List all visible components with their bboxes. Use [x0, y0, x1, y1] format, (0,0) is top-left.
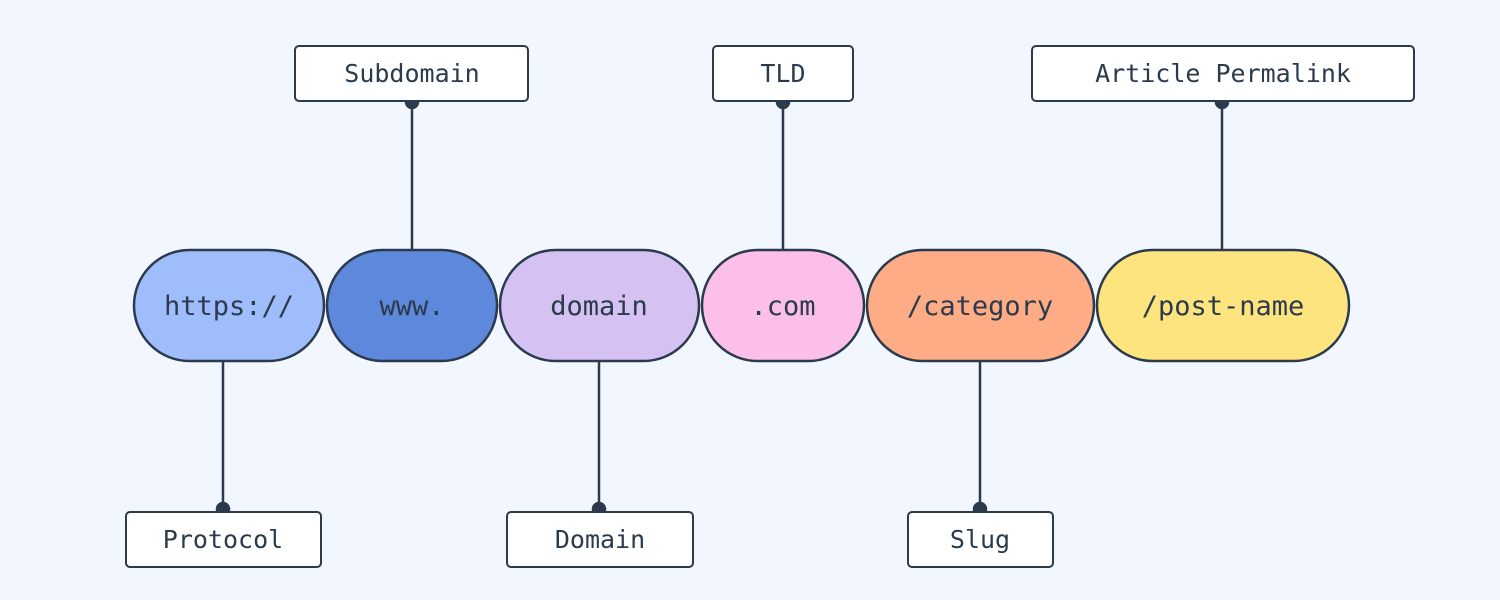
segment-protocol-pill [132, 248, 326, 363]
segment-category-text: /category [907, 291, 1053, 322]
label-domain: Domain [555, 525, 645, 554]
label-protocol: Protocol [163, 525, 283, 554]
url-segments [132, 248, 1351, 363]
label-tld: TLD [760, 59, 805, 88]
label-box-subdomain [294, 45, 529, 102]
segment-tld-text: .com [750, 291, 815, 322]
segment-domain-text: domain [550, 291, 648, 322]
segment-post-name-pill [1095, 248, 1351, 363]
label-boxes [125, 45, 1415, 568]
label-slug: Slug [950, 525, 1010, 554]
segment-category-pill [865, 248, 1096, 363]
segment-protocol-text: https:// [164, 291, 294, 322]
label-subdomain: Subdomain [344, 59, 479, 88]
label-texts: Subdomain TLD Article Permalink Protocol… [163, 59, 1351, 554]
label-box-slug [907, 511, 1054, 568]
label-article-permalink: Article Permalink [1095, 59, 1351, 88]
segment-post-name-text: /post-name [1142, 291, 1305, 322]
segment-domain-pill [498, 248, 701, 363]
segment-subdomain-text: www. [379, 291, 444, 322]
segment-subdomain-pill [325, 248, 499, 363]
url-segment-texts: https:// www. domain .com /category /pos… [164, 291, 1304, 322]
label-box-tld [712, 45, 854, 102]
label-box-article-permalink [1031, 45, 1415, 102]
label-box-protocol [125, 511, 322, 568]
label-box-domain [506, 511, 694, 568]
segment-tld-pill [700, 248, 866, 363]
